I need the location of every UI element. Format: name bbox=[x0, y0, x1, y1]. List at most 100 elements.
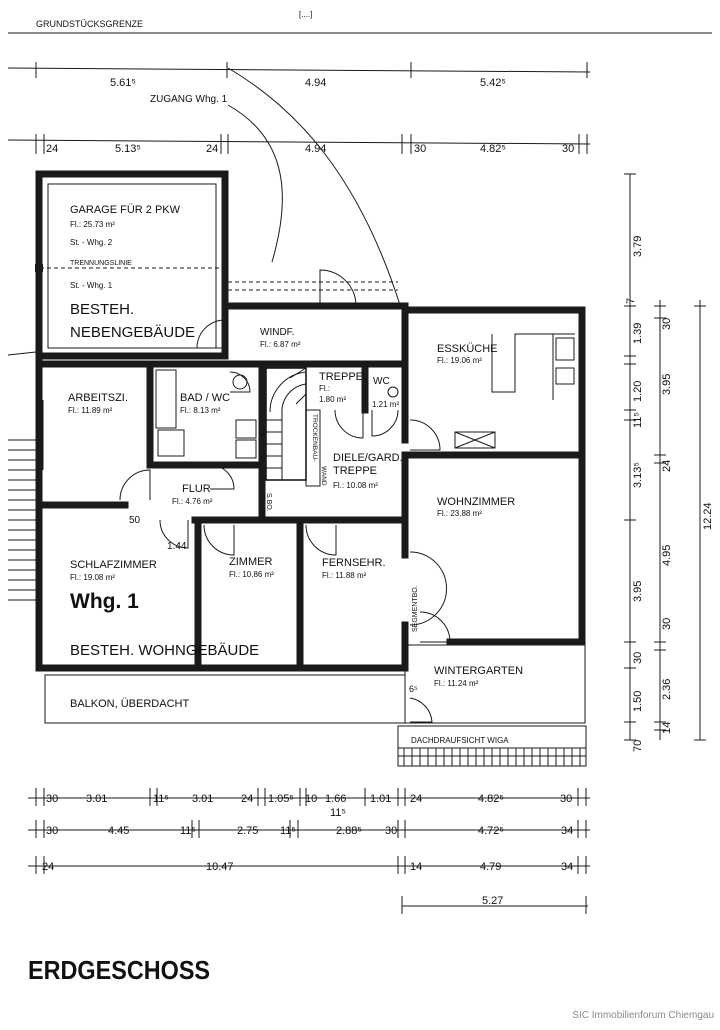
left-steps bbox=[7, 351, 37, 601]
roof-hatching bbox=[398, 747, 586, 766]
right-mid-dim-7: 2.36 bbox=[661, 679, 673, 700]
wohnzimmer-name: WOHNZIMMER bbox=[437, 496, 515, 508]
top-marker: [....] bbox=[299, 10, 312, 19]
bottom-r1-dim-11: 4.82⁵ bbox=[478, 793, 504, 805]
windows bbox=[35, 308, 586, 670]
sbo-label: S.BO. bbox=[265, 493, 272, 512]
trockenbauwand-line1: TROCKENBAU- bbox=[311, 414, 318, 461]
right-dim-2: 1.39 bbox=[632, 323, 644, 344]
treppe-area-value: 1.80 m² bbox=[319, 395, 346, 404]
treppe-area: Fl.: bbox=[319, 384, 330, 393]
wohngebaeude-label: BESTEH. WOHNGEBÄUDE bbox=[70, 642, 259, 659]
floor-title: ERDGESCHOSS bbox=[28, 955, 211, 985]
property-boundary-label: GRUNDSTÜCKSGRENZE bbox=[36, 19, 143, 29]
windfang-name: WINDF. bbox=[260, 327, 294, 338]
doors bbox=[119, 269, 451, 723]
trockenbauwand-line2: WAND bbox=[320, 466, 327, 486]
credit-label: SIC Immobilienforum Chiemgau bbox=[572, 1010, 714, 1021]
nebengebaeude-line2: NEBENGEBÄUDE bbox=[70, 324, 195, 341]
building-walls bbox=[35, 170, 586, 672]
bottom-r1-sub-dim: 11⁵ bbox=[330, 807, 346, 819]
wintergarten-outline bbox=[404, 644, 586, 724]
top-dim-2: 4.94 bbox=[305, 77, 326, 89]
right-total-dim: 12.24 bbox=[702, 502, 714, 530]
bottom-r1-dim-4: 3.01 bbox=[192, 793, 213, 805]
top-dim-r2-5: 30 bbox=[414, 143, 426, 155]
right-mid-dim-4: 24 bbox=[661, 460, 673, 472]
wohnzimmer-area: Fl.: 23.88 m² bbox=[437, 509, 482, 518]
bottom-r1-dim-9: 1.01 bbox=[370, 793, 391, 805]
fernsehr-name: FERNSEHR. bbox=[322, 557, 386, 569]
garage-division-marker bbox=[35, 264, 43, 272]
right-dim-8: 1.50 bbox=[632, 691, 644, 712]
bottom-r1-dim-5: 24 bbox=[241, 793, 253, 805]
right-mid-dim-1: 7 bbox=[625, 298, 637, 304]
bottom-r2-dim-1: 30 bbox=[46, 825, 58, 837]
fernsehr-area: Fl.: 11.88 m² bbox=[322, 571, 367, 580]
right-dim-5: 3.13⁵ bbox=[632, 462, 644, 488]
bottom-r2-dim-2: 4.45 bbox=[108, 825, 129, 837]
bottom-r3-dim-1: 24 bbox=[42, 861, 54, 873]
top-dimension-row-2: 24 5.13⁵ 24 4.94 30 4.82⁵ 30 bbox=[7, 134, 591, 155]
bottom-dimension-row-4 bbox=[401, 896, 588, 914]
zimmer-area: Fl.: 10.86 m² bbox=[229, 570, 274, 579]
bottom-r2-dim-4: 2.75 bbox=[237, 825, 258, 837]
garage-st2: St. - Whg. 2 bbox=[70, 238, 113, 247]
right-dim-9: 70 bbox=[632, 740, 644, 752]
bottom-r1-dim-1: 30 bbox=[46, 793, 58, 805]
bottom-r2-dim-3: 11⁵ bbox=[180, 825, 196, 837]
wc-name: WC bbox=[373, 376, 390, 387]
wc-fixture bbox=[387, 386, 399, 398]
bottom-r2-dim-5: 11⁵ bbox=[280, 825, 296, 837]
garage-area: Fl.: 25.73 m² bbox=[70, 220, 115, 229]
right-dim-7: 30 bbox=[632, 652, 644, 664]
segmentbo-label: SEGMENTBO. bbox=[412, 585, 419, 632]
top-dim-r2-6: 4.82⁵ bbox=[480, 143, 506, 155]
right-dim-3: 1.20 bbox=[632, 381, 644, 402]
access-path-curve-2 bbox=[227, 104, 283, 263]
bottom-dimension-row-3 bbox=[28, 856, 590, 874]
windfang-area: Fl.: 6.87 m² bbox=[260, 340, 301, 349]
esskueche-name: ESSKÜCHE bbox=[437, 343, 498, 355]
bottom-r1-dim-8: 1.66 bbox=[325, 793, 346, 805]
right-mid-dim-8: 14 bbox=[661, 722, 673, 734]
dim-50: 50 bbox=[129, 515, 141, 526]
top-dim-r2-3: 24 bbox=[206, 143, 218, 155]
top-dim-r2-7: 30 bbox=[562, 143, 574, 155]
dim-144: 1.44 bbox=[167, 541, 187, 552]
bottom-r1-dim-3: 11⁵ bbox=[153, 793, 169, 805]
diele-line1: DIELE/GARD. bbox=[333, 452, 403, 464]
arbeitszimmer-area: Fl.: 11.89 m² bbox=[68, 406, 113, 415]
bottom-r3-dim-2: 10.47 bbox=[206, 861, 234, 873]
top-dim-r2-4: 4.94 bbox=[305, 143, 326, 155]
bottom-r3-dim-4: 4.79 bbox=[480, 861, 501, 873]
access-path-curve-1 bbox=[227, 67, 401, 306]
garage-name: GARAGE FÜR 2 PKW bbox=[70, 204, 181, 216]
flur-area: Fl.: 4.76 m² bbox=[172, 497, 213, 506]
garage-inner-outline bbox=[47, 183, 217, 349]
wohnung-label: Whg. 1 bbox=[70, 590, 139, 613]
arbeitszimmer-name: ARBEITSZI. bbox=[68, 392, 128, 404]
right-mid-dim-5: 4.95 bbox=[661, 545, 673, 566]
dachaufsicht-label: DACHDRAUFSICHT WIGA bbox=[411, 736, 509, 745]
right-mid-dim-3: 3.95 bbox=[661, 374, 673, 395]
dim-65: 6⁵ bbox=[409, 684, 418, 694]
right-dimension-chains bbox=[624, 173, 706, 741]
treppe-name: TREPPE bbox=[319, 371, 363, 383]
bottom-r1-dim-7: 10 bbox=[305, 793, 317, 805]
diele-area: Fl.: 10.08 m² bbox=[333, 481, 378, 490]
wintergarten-area: Fl.: 11.24 m² bbox=[434, 679, 479, 688]
entrance-label: ZUGANG Whg. 1 bbox=[150, 94, 228, 105]
bottom-dimension-row-1 bbox=[28, 788, 590, 806]
flur-name: FLUR bbox=[182, 483, 211, 495]
top-dim-r2-2: 5.13⁵ bbox=[115, 143, 141, 155]
bath-fixtures bbox=[155, 369, 257, 459]
bottom-r1-dim-10: 24 bbox=[410, 793, 422, 805]
bottom-dimension-row-2 bbox=[28, 820, 590, 838]
top-dim-r2-1: 24 bbox=[46, 143, 58, 155]
balkon-label: BALKON, ÜBERDACHT bbox=[70, 698, 189, 710]
right-dim-6: 3.95 bbox=[632, 581, 644, 602]
bottom-r1-dim-12: 30 bbox=[560, 793, 572, 805]
bottom-r3-dim-3: 14 bbox=[410, 861, 422, 873]
